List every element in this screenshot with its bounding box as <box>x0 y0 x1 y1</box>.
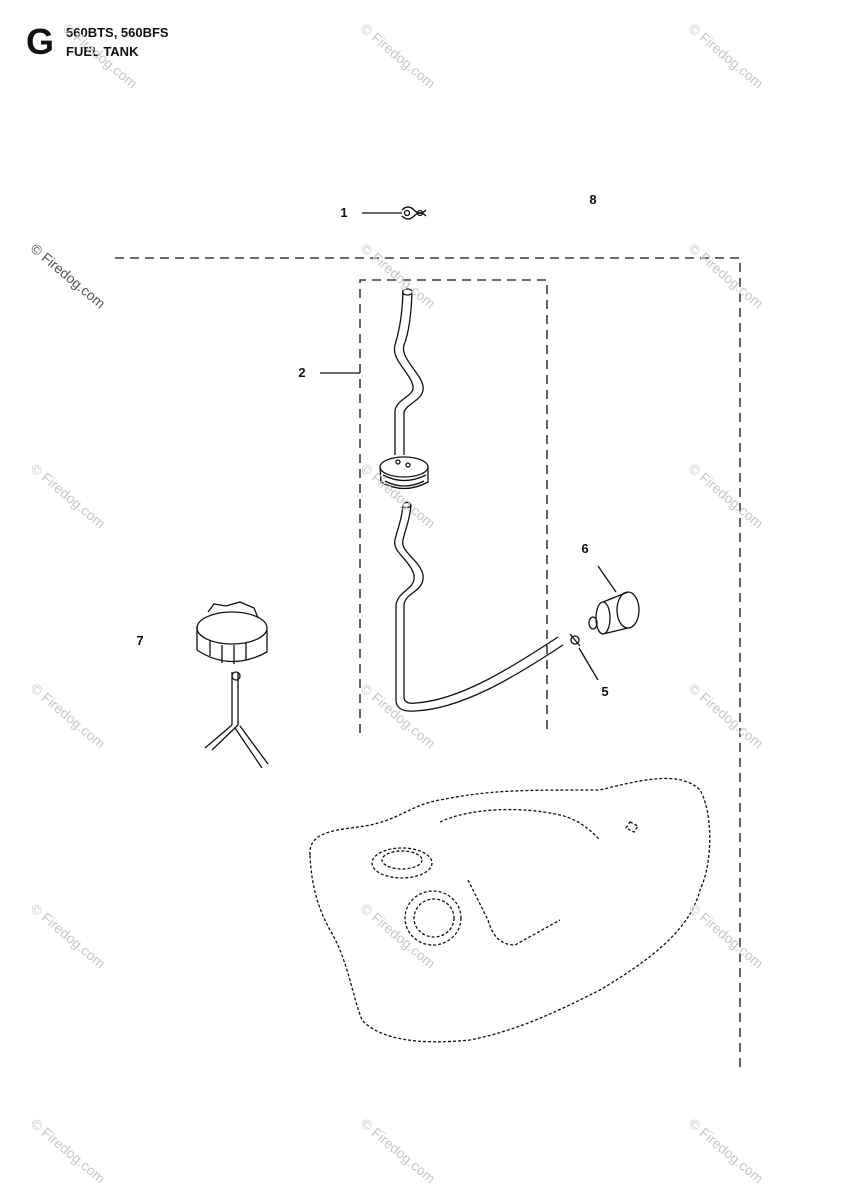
callout-6: 6 <box>581 541 589 556</box>
hose-grommet <box>379 456 429 490</box>
group-bracket-2 <box>359 279 548 733</box>
fuel-tank <box>309 777 711 1043</box>
hose-clamp <box>569 633 581 647</box>
leader-6 <box>597 565 617 593</box>
group-bracket-8 <box>115 257 741 1068</box>
callout-5: 5 <box>601 684 609 699</box>
model-numbers: 560BTS, 560BFS <box>66 25 169 40</box>
leader-5 <box>578 647 599 681</box>
callout-8: 8 <box>589 192 597 207</box>
clip-part <box>401 206 427 220</box>
section-letter: G <box>26 21 55 62</box>
vent-hose <box>393 288 424 455</box>
callout-2: 2 <box>298 365 306 380</box>
fuel-cap <box>196 601 269 769</box>
diagram-title: FUEL TANK <box>66 44 139 59</box>
fuel-filter <box>588 591 640 635</box>
callout-7: 7 <box>136 633 144 648</box>
fuel-hose <box>394 501 564 712</box>
callout-1: 1 <box>340 205 348 220</box>
